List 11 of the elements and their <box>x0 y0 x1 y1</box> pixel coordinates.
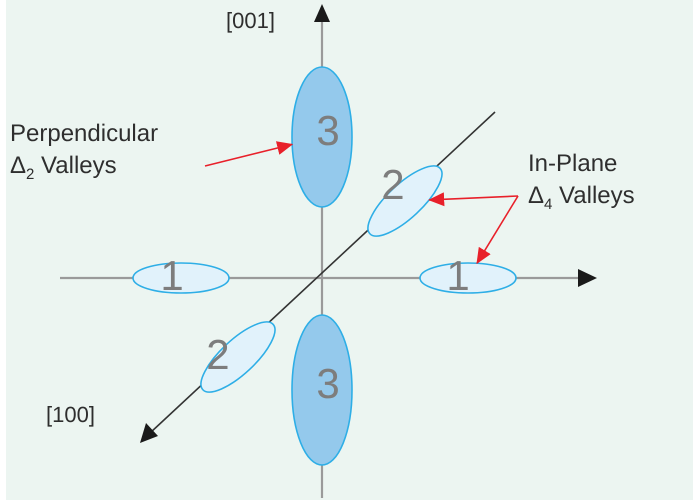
arrow <box>476 196 519 264</box>
valley-number: 3 <box>316 109 340 153</box>
valley-number: 1 <box>446 254 470 298</box>
arrow <box>204 141 294 167</box>
axis-label: [100] <box>46 402 95 428</box>
valley-number: 1 <box>160 254 184 298</box>
arrow <box>428 192 518 206</box>
axis-label: [001] <box>226 8 275 34</box>
callout-text: Perpendicular Δ$_{2}$ Valleys <box>10 118 205 182</box>
callout-text: In-Plane Δ$_{4}$ Valleys <box>518 148 690 212</box>
valley-number: 3 <box>316 362 340 406</box>
